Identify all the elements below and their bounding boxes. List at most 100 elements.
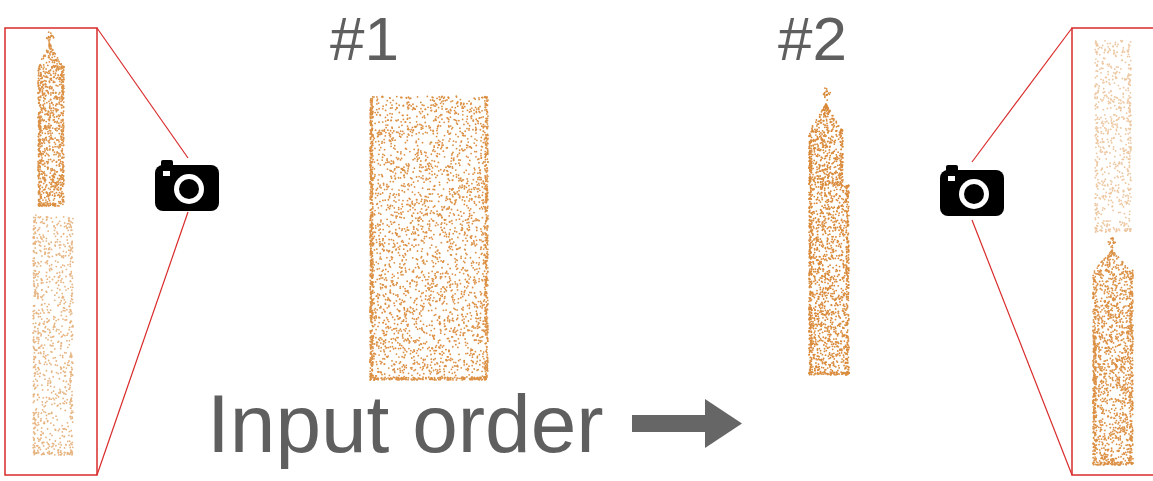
cloud-point <box>460 229 462 231</box>
cloud-point <box>461 293 463 295</box>
cloud-point <box>405 148 407 150</box>
cloud-point <box>376 252 378 254</box>
cloud-point <box>461 319 463 321</box>
cloud-point <box>444 235 446 237</box>
cloud-point <box>390 102 392 104</box>
cloud-point <box>463 273 465 275</box>
cloud-point <box>463 321 465 323</box>
cloud-point <box>434 364 436 366</box>
cloud-point <box>437 261 439 263</box>
cloud-point <box>447 198 449 200</box>
cloud-point <box>477 334 479 336</box>
cloud-point <box>470 208 472 210</box>
cloud-point <box>391 188 393 190</box>
cloud-point <box>467 123 469 125</box>
cloud-point <box>422 231 424 233</box>
cloud-point <box>432 262 434 264</box>
cloud-point <box>399 133 401 135</box>
cloud-point <box>455 201 457 203</box>
cloud-point <box>456 112 458 114</box>
cloud-point <box>404 330 406 332</box>
cloud-point <box>431 160 433 162</box>
cloud-point <box>385 104 387 106</box>
cloud-point <box>450 290 452 292</box>
cloud-point <box>464 249 466 251</box>
cloud-point <box>431 110 433 112</box>
cloud-point <box>410 105 412 107</box>
cloud-point <box>468 222 470 224</box>
cloud-point <box>403 244 405 246</box>
cloud-point <box>433 337 435 339</box>
cloud-point <box>383 246 385 248</box>
cloud-point <box>420 128 422 130</box>
cloud-point <box>390 221 392 223</box>
cloud-point <box>448 125 450 127</box>
cloud-point <box>462 332 464 334</box>
cloud-point <box>417 317 419 319</box>
cloud-point <box>384 149 386 151</box>
cloud-point <box>476 335 478 337</box>
arrow-shaft <box>632 415 707 432</box>
cloud-point <box>404 339 406 341</box>
cloud-point <box>475 327 477 329</box>
cloud-point <box>384 154 386 156</box>
cloud-point <box>449 193 451 195</box>
cloud-point <box>399 367 401 369</box>
cloud-point <box>391 251 393 253</box>
cloud-point <box>409 335 411 337</box>
cloud-point <box>422 178 424 180</box>
cloud-point <box>459 131 461 133</box>
cloud-point <box>424 122 426 124</box>
cloud-point <box>409 151 411 153</box>
cloud-point <box>405 328 407 330</box>
cloud-point <box>478 317 480 319</box>
cloud-point <box>385 334 387 336</box>
cloud-point <box>441 146 443 148</box>
cloud-point <box>435 246 437 248</box>
cloud-point <box>422 142 424 144</box>
cloud-point <box>479 340 481 342</box>
cloud-point <box>476 139 478 141</box>
cloud-point <box>395 201 397 203</box>
cloud-point <box>398 112 400 114</box>
cloud-point <box>418 157 420 159</box>
cloud-point <box>424 169 426 171</box>
cloud-point <box>409 98 411 100</box>
cloud-point <box>480 155 482 157</box>
cloud-point <box>414 323 416 325</box>
cloud-point <box>382 240 384 242</box>
cloud-point <box>455 163 457 165</box>
cloud-point <box>458 174 460 176</box>
cloud-point <box>404 176 406 178</box>
cloud-point <box>476 226 478 228</box>
cloud-point <box>452 273 454 275</box>
cloud-point <box>459 127 461 129</box>
cloud-point <box>435 142 437 144</box>
cloud-point <box>378 338 380 340</box>
cloud-point <box>467 305 469 307</box>
cloud-point <box>393 130 395 132</box>
cloud-point <box>438 107 440 109</box>
cloud-point <box>447 178 449 180</box>
cloud-point <box>458 342 460 344</box>
cloud-point <box>411 280 413 282</box>
cloud-point <box>455 375 457 377</box>
cloud-point <box>423 324 425 326</box>
cloud-point <box>440 215 442 217</box>
cloud-point <box>462 220 464 222</box>
cloud-point <box>473 368 475 370</box>
cloud-point <box>455 253 457 255</box>
cloud-point <box>413 167 415 169</box>
cloud-point <box>379 149 381 151</box>
cloud-point <box>462 316 464 318</box>
cloud-point <box>387 129 389 131</box>
cloud-point <box>436 166 438 168</box>
cloud-point <box>451 106 453 108</box>
cloud-point <box>448 119 450 121</box>
cloud-point <box>482 353 484 355</box>
cloud-point <box>374 112 376 114</box>
cloud-point <box>468 200 470 202</box>
cloud-point <box>437 142 439 144</box>
cloud-point <box>412 159 414 161</box>
